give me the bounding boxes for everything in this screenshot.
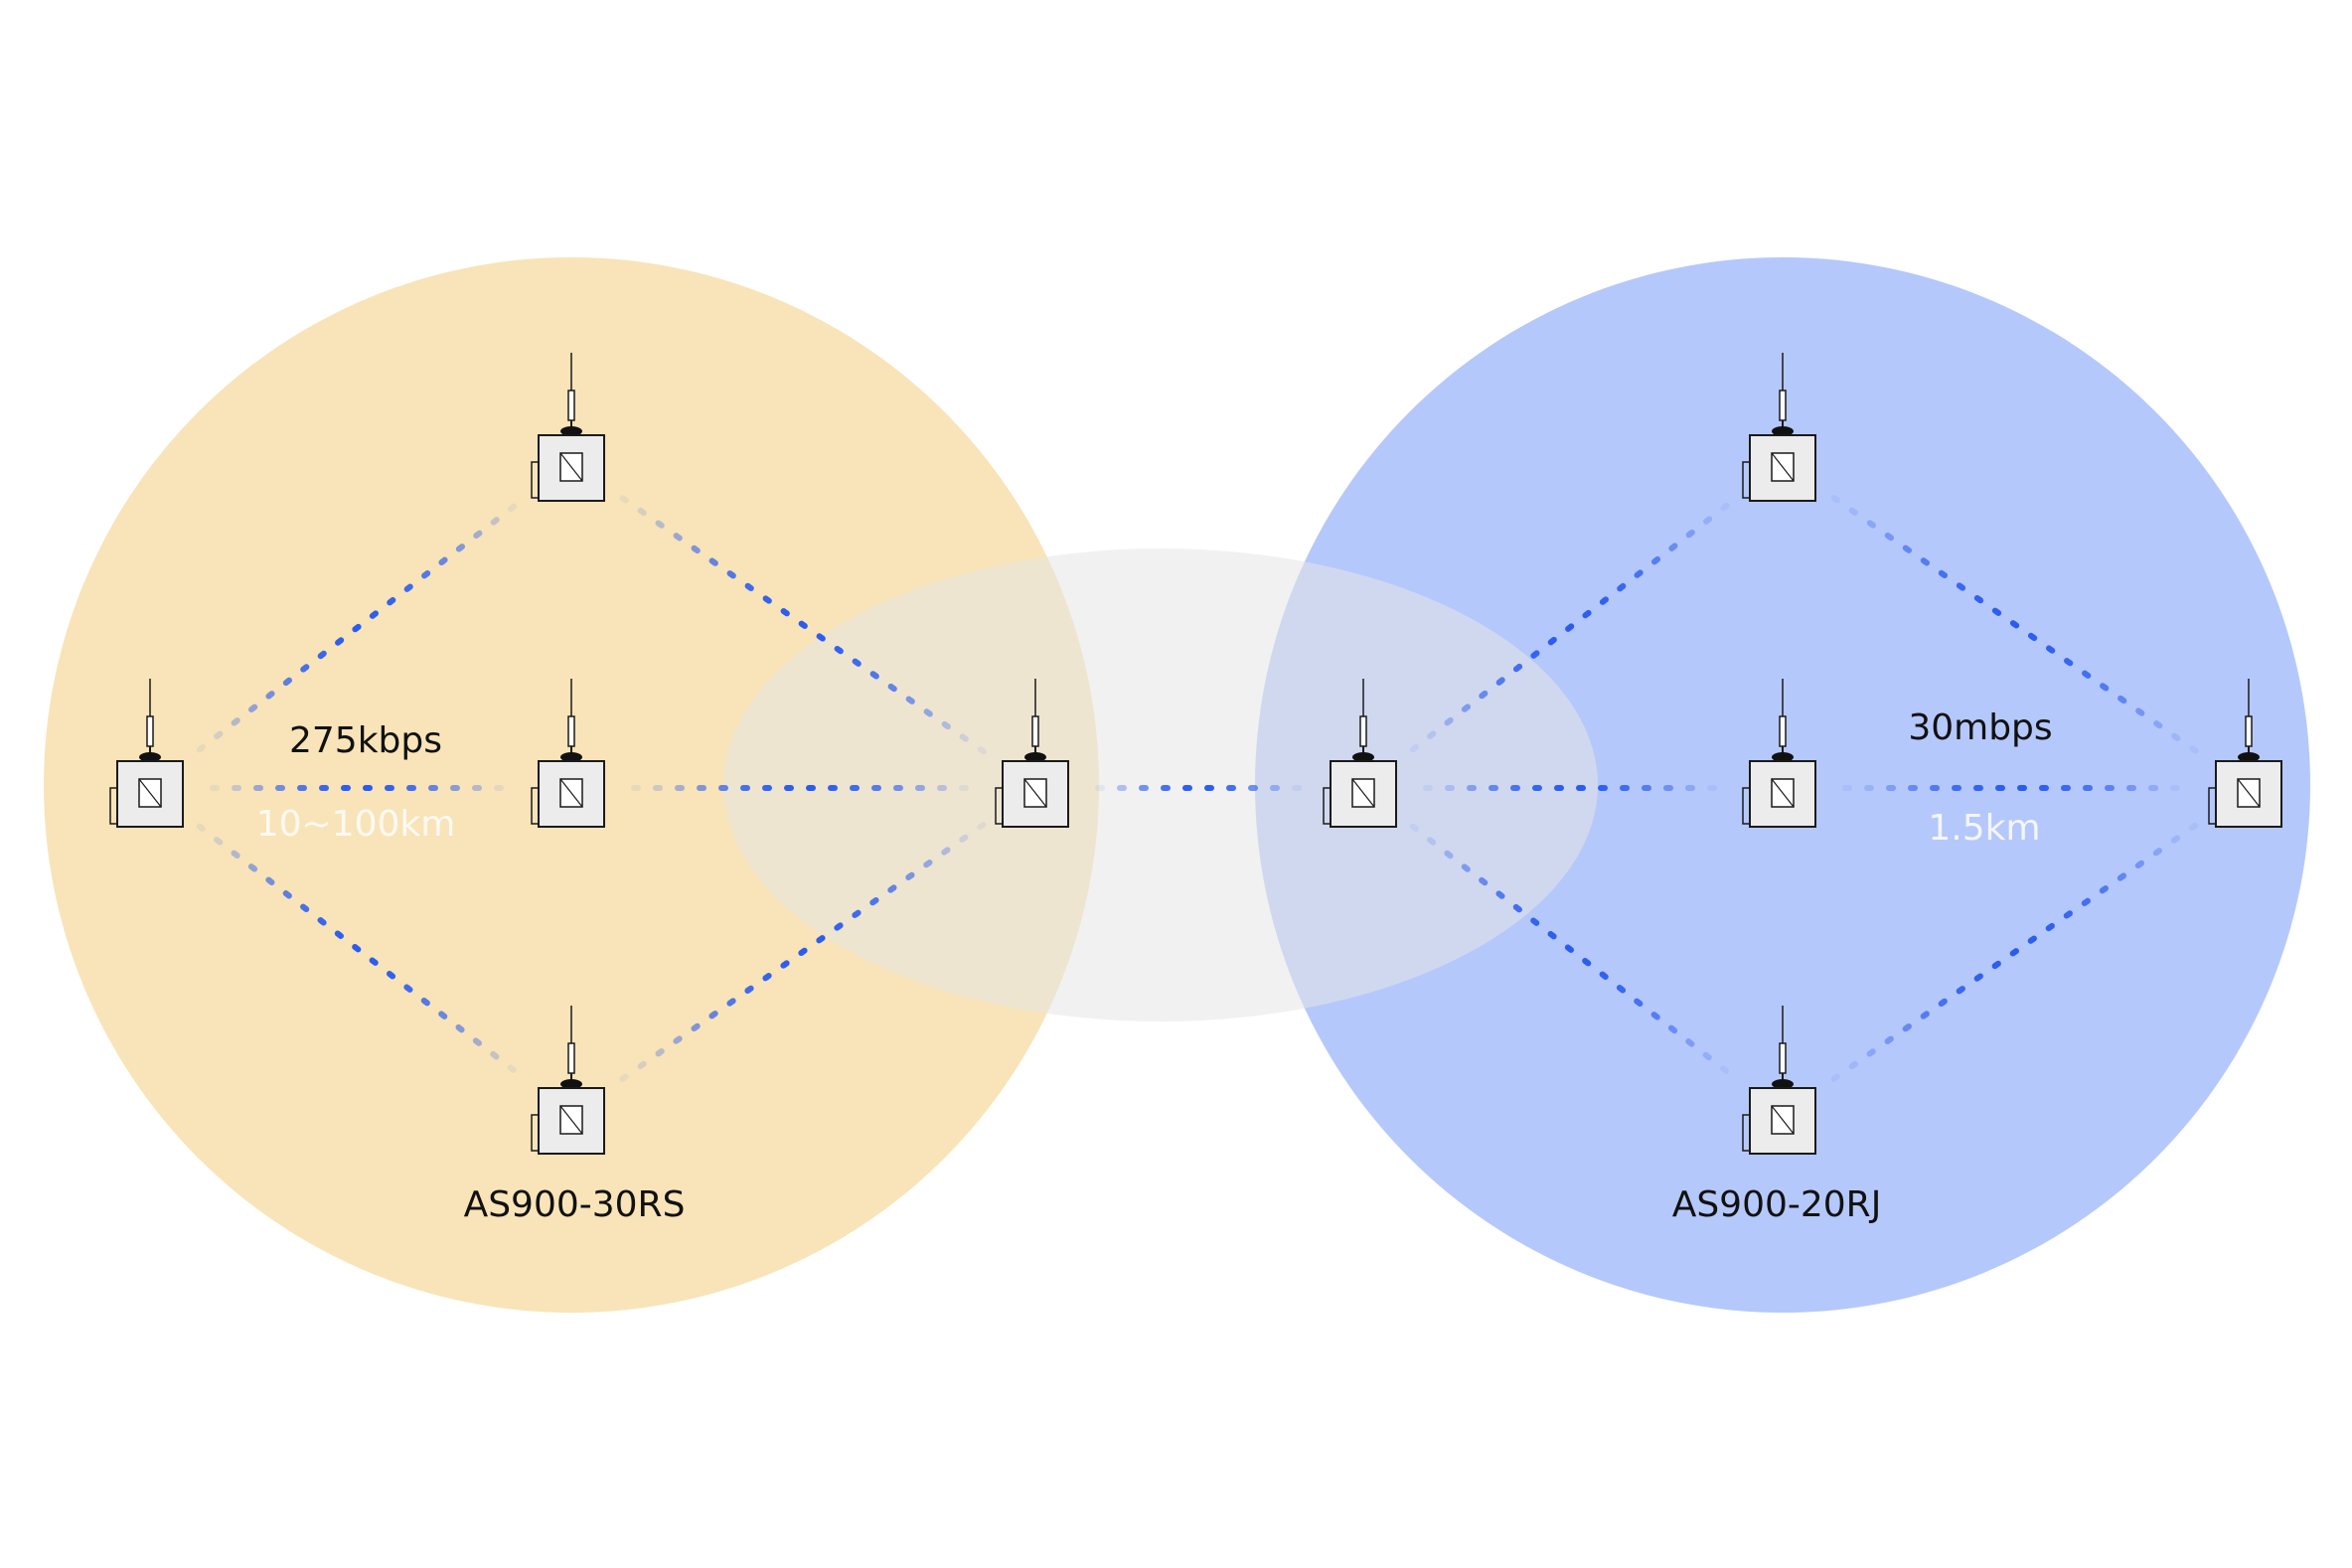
link-right-horizontal-1	[1423, 785, 1717, 791]
link-left-lower-left	[196, 823, 517, 1073]
left-range-label: 10~100km	[256, 804, 456, 845]
link-left-upper-right	[619, 495, 987, 755]
link-right-upper-left	[1409, 502, 1730, 753]
left-rate-label: 275kbps	[289, 720, 442, 761]
link-left-lower-right	[619, 821, 987, 1082]
link-left-horizontal-2	[631, 785, 969, 791]
link-left-horizontal-1	[210, 785, 504, 791]
link-left-upper-left	[196, 503, 518, 753]
link-right-lower-left	[1409, 823, 1730, 1074]
link-right-horizontal-2	[1842, 785, 2180, 791]
link-right-upper-right	[1830, 495, 2199, 754]
overlap-zone	[723, 549, 1598, 1021]
right-range-label: 1.5km	[1928, 808, 2040, 849]
right-model-label: AS900-20RJ	[1672, 1184, 1882, 1225]
link-right-lower-right	[1830, 822, 2199, 1082]
left-model-label: AS900-30RS	[464, 1184, 686, 1225]
right-rate-label: 30mbps	[1908, 707, 2052, 748]
link-bridge	[1095, 785, 1302, 791]
